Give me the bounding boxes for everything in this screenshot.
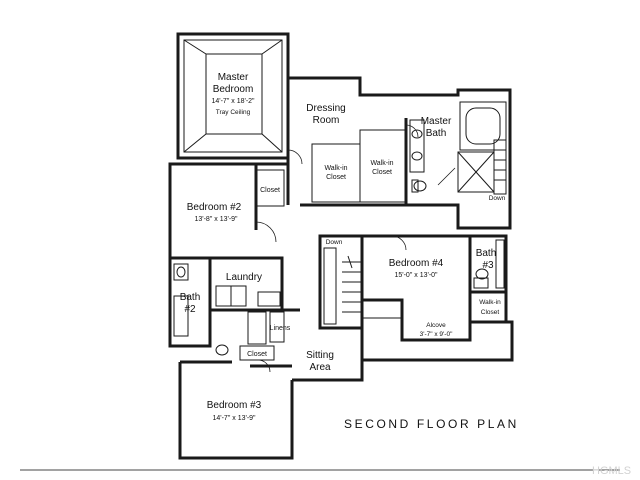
alcove-name: Alcove — [426, 322, 446, 329]
bath-2-name-1: Bath — [180, 292, 201, 303]
bedroom-2-name: Bedroom #2 — [187, 202, 242, 213]
bedroom-3: Bedroom #3 14'-7" x 13'-9" — [178, 360, 294, 460]
laundry-name: Laundry — [226, 272, 262, 283]
stair-down-center: Down — [326, 239, 343, 246]
central-stair: Down — [318, 234, 364, 330]
master-suite-walls — [286, 76, 512, 230]
bedroom-2-dims: 13'-8" x 13'-9" — [194, 216, 238, 223]
bath-3: Bath #3 — [468, 234, 508, 294]
master-bath: Master Bath — [421, 116, 452, 139]
closet-hall-name: Closet — [247, 351, 267, 358]
walk-in-closet-3-name-1: Walk-in — [479, 299, 501, 306]
walk-in-closet-2: Walk-in Closet — [370, 160, 393, 176]
dressing-room-name-1: Dressing — [306, 103, 345, 114]
closet-bedroom-2: Closet — [260, 187, 280, 194]
dressing-room-name-2: Room — [313, 115, 340, 126]
walk-in-closet-1-name-1: Walk-in — [324, 165, 347, 172]
sitting-area-name-1: Sitting — [306, 350, 334, 361]
plan-title: SECOND FLOOR PLAN — [344, 417, 519, 431]
sitting-area-name-2: Area — [309, 362, 331, 373]
walk-in-closet-3: Walk-in Closet — [468, 290, 508, 324]
deck-ledge — [360, 320, 514, 380]
bedroom-4: Bedroom #4 15'-0" x 13'-0" Alcove 3'-7" … — [360, 234, 472, 342]
bedroom-3-dims: 14'-7" x 13'-9" — [212, 415, 256, 422]
bedroom-4-name: Bedroom #4 — [389, 258, 444, 269]
linens-name: Linens — [270, 325, 291, 332]
alcove-dims: 3'-7" x 9'-0" — [420, 331, 453, 338]
bedroom-2: Bedroom #2 13'-8" x 13'-9" Closet — [168, 162, 288, 260]
walk-in-closet-1-name-2: Closet — [326, 174, 346, 181]
bath-laundry-zone: Bath #2 Laundry Linens Closet — [168, 256, 300, 373]
master-bedroom-note: Tray Ceiling — [216, 109, 251, 116]
walk-in-closet-1: Walk-in Closet — [324, 165, 347, 181]
master-bath-name-1: Master — [421, 116, 452, 127]
bath-3-name-1: Bath — [476, 248, 497, 259]
bath-3-name-2: #3 — [482, 260, 494, 271]
walk-in-closet-2-name-1: Walk-in — [370, 160, 393, 167]
bedroom-4-dims: 15'-0" x 13'-0" — [394, 272, 438, 279]
master-bedroom: Master Bedroom 14'-7" x 18'-2" Tray Ceil… — [176, 32, 290, 160]
master-bedroom-name-1: Master — [218, 72, 249, 83]
master-bedroom-dims: 14'-7" x 18'-2" — [211, 98, 255, 105]
walk-in-closet-2-name-2: Closet — [372, 169, 392, 176]
walk-in-closet-3-name-2: Closet — [481, 309, 500, 316]
dressing-room: Dressing Room — [306, 103, 345, 126]
master-bedroom-name-2: Bedroom — [213, 84, 254, 95]
bath-2-name-2: #2 — [184, 304, 196, 315]
watermark: HGMLS — [592, 465, 631, 477]
sitting-area: Sitting Area — [292, 328, 364, 382]
stair-down-right: Down — [489, 195, 506, 202]
master-bath-name-2: Bath — [426, 128, 447, 139]
bedroom-3-name: Bedroom #3 — [207, 400, 262, 411]
